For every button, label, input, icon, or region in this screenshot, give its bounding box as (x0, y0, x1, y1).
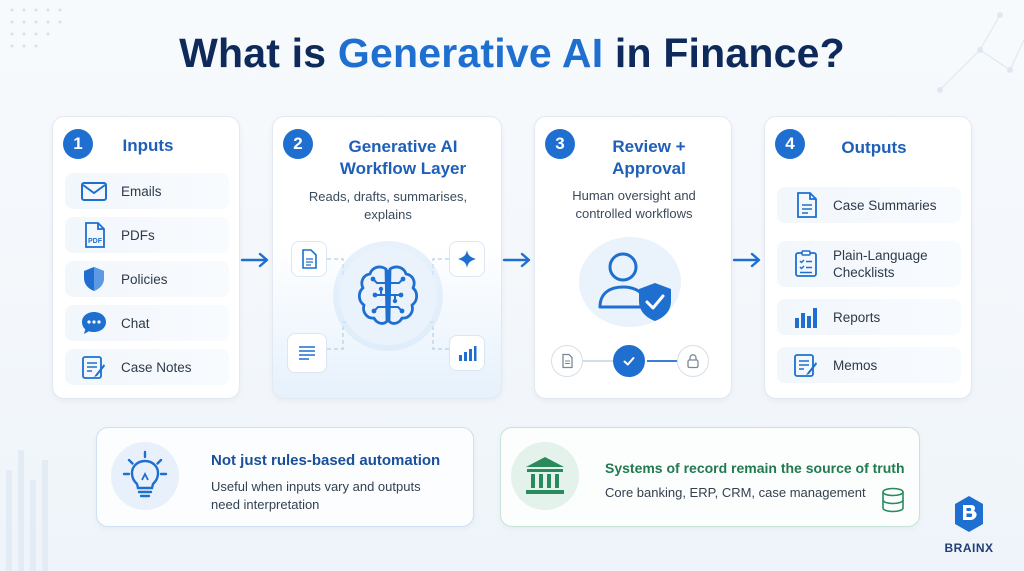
text-lines-icon (299, 346, 315, 360)
step-number-1: 1 (63, 129, 93, 159)
item-label: Chat (121, 315, 150, 331)
check-step-icon (613, 345, 645, 377)
list-item-case-notes: Case Notes (65, 349, 229, 385)
generative-ai-sub-line2: explains (364, 207, 412, 222)
list-item-case-summaries: Case Summaries (777, 187, 961, 223)
document-icon (797, 192, 817, 218)
review-sub-line2: controlled workflows (575, 206, 693, 221)
item-label: Plain-Language (833, 248, 928, 263)
step-number-3: 3 (545, 129, 575, 159)
item-label: Emails (121, 183, 162, 199)
list-item-memos: Memos (777, 347, 961, 383)
notes-edit-icon (82, 356, 105, 379)
step-number-4: 4 (775, 129, 805, 159)
item-label: PDFs (121, 227, 155, 243)
document-step-icon (551, 345, 583, 377)
checklist-icon (795, 250, 817, 277)
rules-note-text-line2: need interpretation (211, 497, 320, 512)
generative-ai-title-line1: Generative AI (348, 137, 458, 156)
title-accent: Generative AI (337, 30, 604, 76)
decorative-network-lines (937, 12, 1024, 93)
document-icon (562, 353, 573, 369)
generative-ai-card: 2 Generative AI Workflow Layer Reads, dr… (272, 116, 502, 399)
pdf-icon: PDF (85, 222, 105, 248)
inputs-title: Inputs (122, 136, 174, 155)
list-item-checklists: Plain-Language Checklists (777, 241, 961, 287)
decorative-dot-grid (10, 8, 62, 48)
item-label: Reports (833, 309, 881, 325)
sparkle-mini-icon (449, 241, 485, 277)
review-approval-card: 3 Review + Approval Human oversight and … (534, 116, 732, 399)
outputs-card: 4 Outputs Case Summaries Plain-Language … (764, 116, 972, 399)
item-label: Case Summaries (833, 197, 937, 213)
brand-name: BRAINX (944, 541, 994, 555)
bar-chart-icon (459, 346, 477, 361)
bank-badge (511, 442, 579, 510)
list-item-reports: Reports (777, 299, 961, 335)
item-label: Memos (833, 357, 878, 373)
systems-note-card: Systems of record remain the source of t… (500, 427, 920, 527)
lightbulb-icon (122, 450, 168, 498)
review-title-line1: Review + (612, 137, 686, 156)
item-label-group: Plain-Language Checklists (833, 247, 928, 281)
memo-edit-icon (794, 354, 817, 377)
inputs-card: 1 Inputs Emails PDF PDFs Policies Chat (52, 116, 240, 399)
title-suffix: in Finance? (603, 30, 845, 76)
rules-note-card: Not just rules-based automation Useful w… (96, 427, 474, 527)
flow-arrow-2 (502, 252, 531, 268)
generative-ai-sub-line1: Reads, drafts, summarises, (308, 189, 468, 204)
review-steps-line (583, 360, 677, 362)
lock-step-icon (677, 345, 709, 377)
bar-chart-mini-icon (449, 335, 485, 371)
database-icon (882, 487, 904, 513)
rules-note-title: Not just rules-based automation (211, 452, 441, 469)
shield-icon (84, 267, 104, 291)
review-title-line2: Approval (612, 159, 686, 178)
flow-arrow-1 (240, 252, 269, 268)
generative-ai-title-line2: Workflow Layer (339, 159, 467, 178)
chat-icon (82, 312, 106, 334)
document-icon (302, 249, 317, 269)
flow-arrow-3 (732, 252, 761, 268)
item-label: Checklists (833, 265, 895, 280)
email-icon (81, 182, 107, 201)
list-item-emails: Emails (65, 173, 229, 209)
page-title: What is Generative AI in Finance? (0, 30, 1024, 77)
text-lines-mini-icon (287, 333, 327, 373)
list-item-chat: Chat (65, 305, 229, 341)
item-label: Policies (121, 271, 168, 287)
decorative-bar-bg (6, 450, 48, 571)
systems-note-title: Systems of record remain the source of t… (605, 460, 905, 476)
sparkle-icon (458, 250, 476, 268)
list-item-policies: Policies (65, 261, 229, 297)
brain-icon (357, 265, 419, 325)
brainx-logo-icon (955, 496, 983, 532)
lock-icon (687, 354, 699, 369)
pdf-icon-label: PDF (88, 238, 103, 245)
title-prefix: What is (179, 30, 338, 76)
list-item-pdfs: PDF PDFs (65, 217, 229, 253)
outputs-title: Outputs (841, 138, 907, 157)
bank-icon (526, 457, 564, 494)
step-number-2: 2 (283, 129, 313, 159)
user-shield-icon (598, 252, 671, 321)
document-mini-icon (291, 241, 327, 277)
checkmark-icon (623, 357, 635, 366)
bar-chart-icon (795, 308, 817, 328)
rules-note-text-line1: Useful when inputs vary and outputs (211, 479, 421, 494)
item-label: Case Notes (121, 359, 192, 375)
review-sub-line1: Human oversight and (572, 188, 696, 203)
systems-note-text: Core banking, ERP, CRM, case management (605, 485, 866, 500)
